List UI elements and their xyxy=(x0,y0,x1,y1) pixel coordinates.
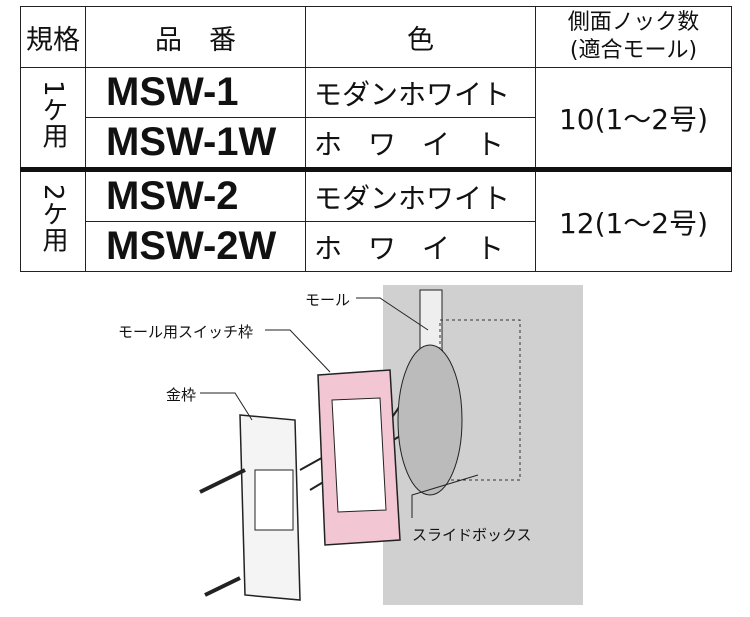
color-cell: モダンホワイト xyxy=(305,167,536,222)
screw xyxy=(204,576,241,597)
table-row: MSW-1W ホワイト xyxy=(21,117,732,170)
part-number: MSW-2 xyxy=(85,167,306,222)
spec-text: 2ケ用 xyxy=(38,183,68,253)
label-mall-frame: モール用スイッチ枠 xyxy=(118,323,254,341)
table-row: 2ケ用 MSW-2 モダンホワイト 12(1〜2号) xyxy=(20,167,732,272)
header-color: 色 xyxy=(305,6,536,68)
switch xyxy=(254,469,294,531)
knock-opening xyxy=(397,344,463,496)
screw xyxy=(199,468,246,494)
spec-text: 1ケ用 xyxy=(38,79,68,149)
frame-opening xyxy=(331,397,387,513)
color-cell: モダンホワイト xyxy=(305,67,536,118)
knock-cell: 12(1〜2号) xyxy=(535,167,732,272)
label-slide-box: スライドボックス xyxy=(412,526,532,544)
spec-cell: 1ケ用 xyxy=(20,67,86,170)
table-row: 1ケ用 MSW-1 モダンホワイト 10(1〜2号) xyxy=(20,67,732,170)
part-number: MSW-1 xyxy=(85,67,306,118)
label-mall: モール xyxy=(305,291,351,309)
header-knock-2: (適合モール) xyxy=(569,38,698,63)
color-cell: ホワイト xyxy=(305,221,536,272)
color-cell: ホワイト xyxy=(305,117,536,170)
mall xyxy=(419,289,443,351)
header-knock-1: 側面ノック数 xyxy=(567,10,700,35)
header-spec: 規格 xyxy=(20,6,86,68)
knock-cell: 10(1〜2号) xyxy=(535,67,732,170)
part-number: MSW-2W xyxy=(85,221,306,272)
spec-table: 規格 品 番 色 側面ノック数 (適合モール) 1ケ用 MSW-1 モダンホワイト… xyxy=(20,6,732,272)
label-metal-frame: 金枠 xyxy=(166,386,197,404)
table-row: MSW-2W ホワイト xyxy=(21,221,732,272)
part-number: MSW-1W xyxy=(85,117,306,170)
leader-lines xyxy=(200,297,479,518)
header-part: 品 番 xyxy=(85,6,306,68)
